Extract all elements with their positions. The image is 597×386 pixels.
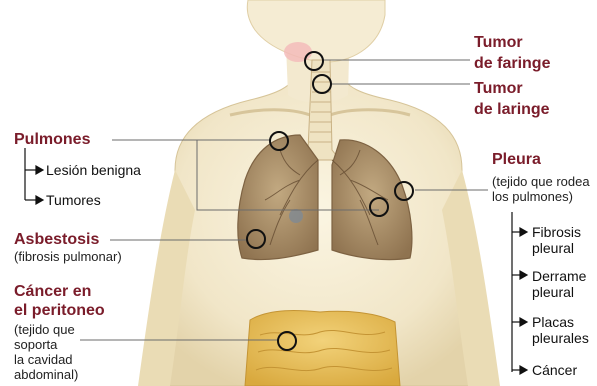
label-lesion-benigna: Lesión benigna — [46, 163, 141, 177]
label-fibrosis-pulmonar: (fibrosis pulmonar) — [14, 250, 122, 263]
label-cancer-peritoneo: Cáncer en el peritoneo — [14, 282, 105, 320]
label-tejido-pleura: (tejido que rodea los pulmones) — [492, 174, 590, 204]
label-pulmones: Pulmones — [14, 132, 90, 148]
label-tumores: Tumores — [46, 193, 101, 207]
label-pleura: Pleura — [492, 152, 541, 168]
label-derrame-pleural: Derrame pleural — [532, 268, 586, 300]
lung-nodule — [289, 209, 303, 223]
label-tumor-faringe: Tumor de faringe — [474, 32, 550, 74]
label-asbestosis: Asbestosis — [14, 232, 99, 248]
label-cancer: Cáncer — [532, 363, 577, 377]
intestine-shape — [245, 310, 400, 386]
label-tejido-peritoneo: (tejido que soporta la cavidad abdominal… — [14, 322, 78, 382]
label-placas-pleurales: Placas pleurales — [532, 314, 589, 346]
label-fibrosis-pleural: Fibrosis pleural — [532, 224, 581, 256]
label-tumor-laringe: Tumor de laringe — [474, 78, 550, 120]
throat-highlight — [284, 42, 312, 62]
